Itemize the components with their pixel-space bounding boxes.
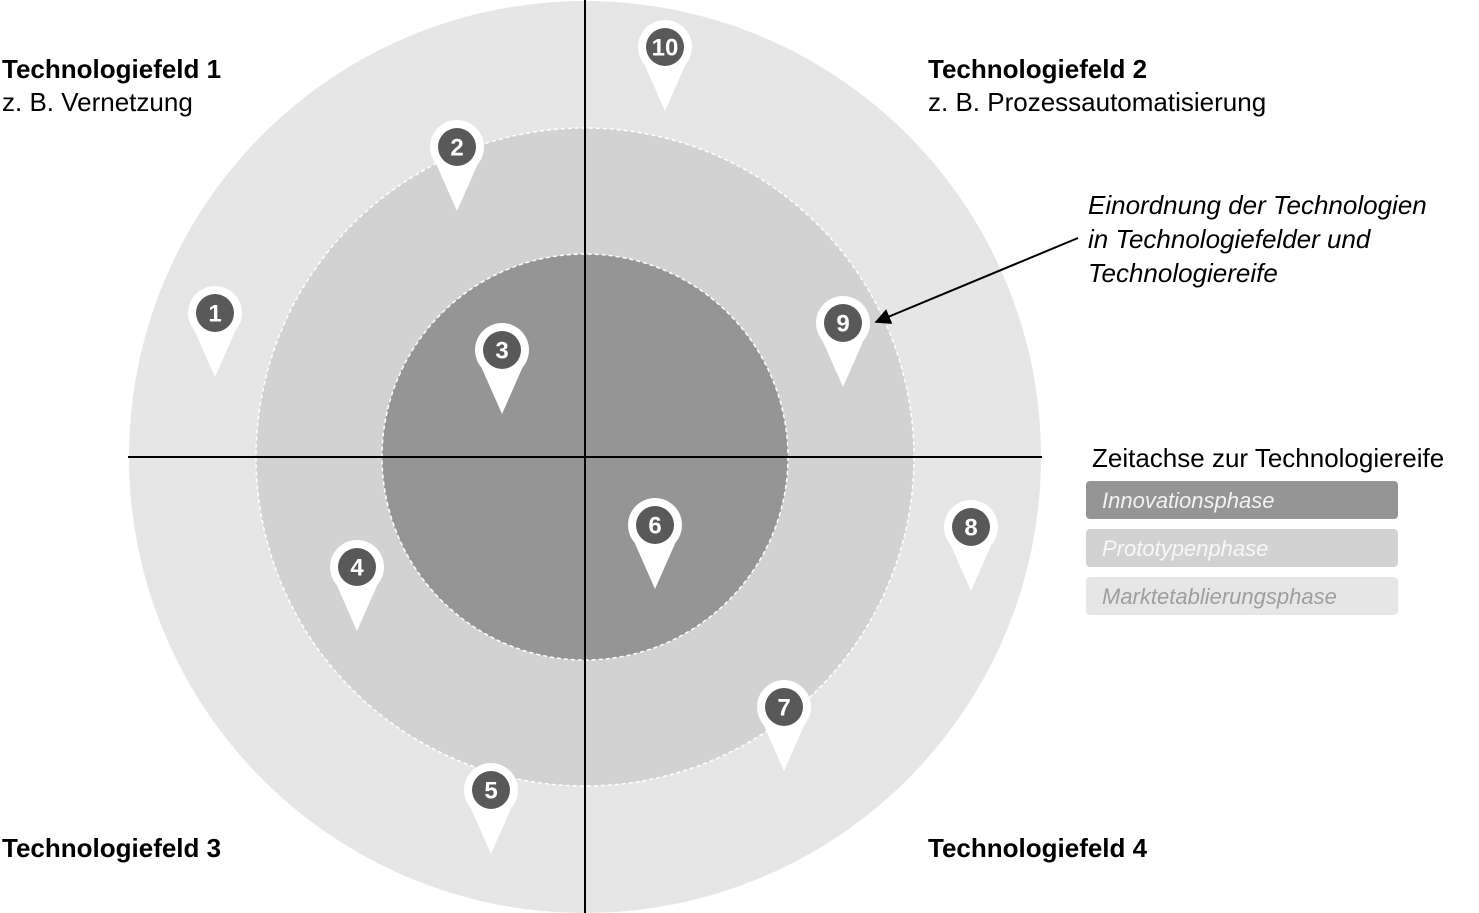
legend-label-prototype: Prototypenphase bbox=[1102, 536, 1268, 561]
pin-number: 3 bbox=[495, 338, 508, 365]
pin-number: 8 bbox=[964, 515, 977, 542]
field-2-title: Technologiefeld 2 bbox=[928, 54, 1147, 84]
pin-badge bbox=[483, 331, 521, 369]
pin-number: 1 bbox=[208, 301, 221, 328]
annotation-line-1: Einordnung der Technologien bbox=[1088, 190, 1427, 220]
pin-9: 9 bbox=[815, 296, 870, 387]
legend-heading: Zeitachse zur Technologiereife bbox=[1092, 443, 1444, 473]
pin-badge bbox=[636, 506, 674, 544]
pin-number: 2 bbox=[450, 135, 463, 162]
legend-swatch-innovation bbox=[1086, 481, 1398, 519]
pin-3: 3 bbox=[475, 323, 530, 414]
pin-number: 5 bbox=[484, 778, 497, 805]
pin-7: 7 bbox=[756, 680, 811, 771]
pin-8: 8 bbox=[943, 500, 998, 591]
technology-pins: 1 2 3 4 5 6 7 8 9 10 bbox=[188, 20, 998, 854]
legend-swatch-market bbox=[1086, 577, 1398, 615]
pin-badge bbox=[765, 688, 803, 726]
legend-swatch-prototype bbox=[1086, 529, 1398, 567]
pin-1: 1 bbox=[188, 286, 243, 377]
field-2-subtitle: z. B. Prozessautomatisierung bbox=[928, 87, 1266, 117]
legend-label-innovation: Innovationsphase bbox=[1102, 488, 1274, 513]
field-1-subtitle: z. B. Vernetzung bbox=[2, 87, 193, 117]
pin-badge bbox=[438, 128, 476, 166]
field-3-title: Technologiefeld 3 bbox=[2, 833, 221, 863]
pin-number: 6 bbox=[648, 513, 661, 540]
pin-badge bbox=[472, 771, 510, 809]
pin-4: 4 bbox=[330, 540, 385, 631]
annotation-arrow bbox=[874, 237, 1079, 324]
pin-2: 2 bbox=[430, 120, 484, 211]
annotation-line-2: in Technologiefelder und bbox=[1088, 224, 1372, 254]
pin-number: 4 bbox=[350, 555, 364, 582]
pin-5: 5 bbox=[464, 763, 518, 854]
pin-badge bbox=[196, 294, 234, 332]
pin-10: 10 bbox=[638, 20, 692, 112]
pin-number: 9 bbox=[836, 311, 849, 338]
pin-number: 7 bbox=[777, 695, 790, 722]
legend-label-market: Marktetablierungsphase bbox=[1102, 584, 1337, 609]
pin-badge bbox=[824, 304, 862, 342]
field-4-title: Technologiefeld 4 bbox=[928, 833, 1148, 863]
annotation-line-3: Technologiereife bbox=[1088, 258, 1278, 288]
field-1-title: Technologiefeld 1 bbox=[2, 54, 221, 84]
pin-badge bbox=[338, 548, 376, 586]
pin-badge bbox=[952, 508, 990, 546]
pin-number: 10 bbox=[652, 35, 679, 62]
pin-6: 6 bbox=[627, 498, 682, 589]
pin-badge bbox=[646, 28, 684, 66]
